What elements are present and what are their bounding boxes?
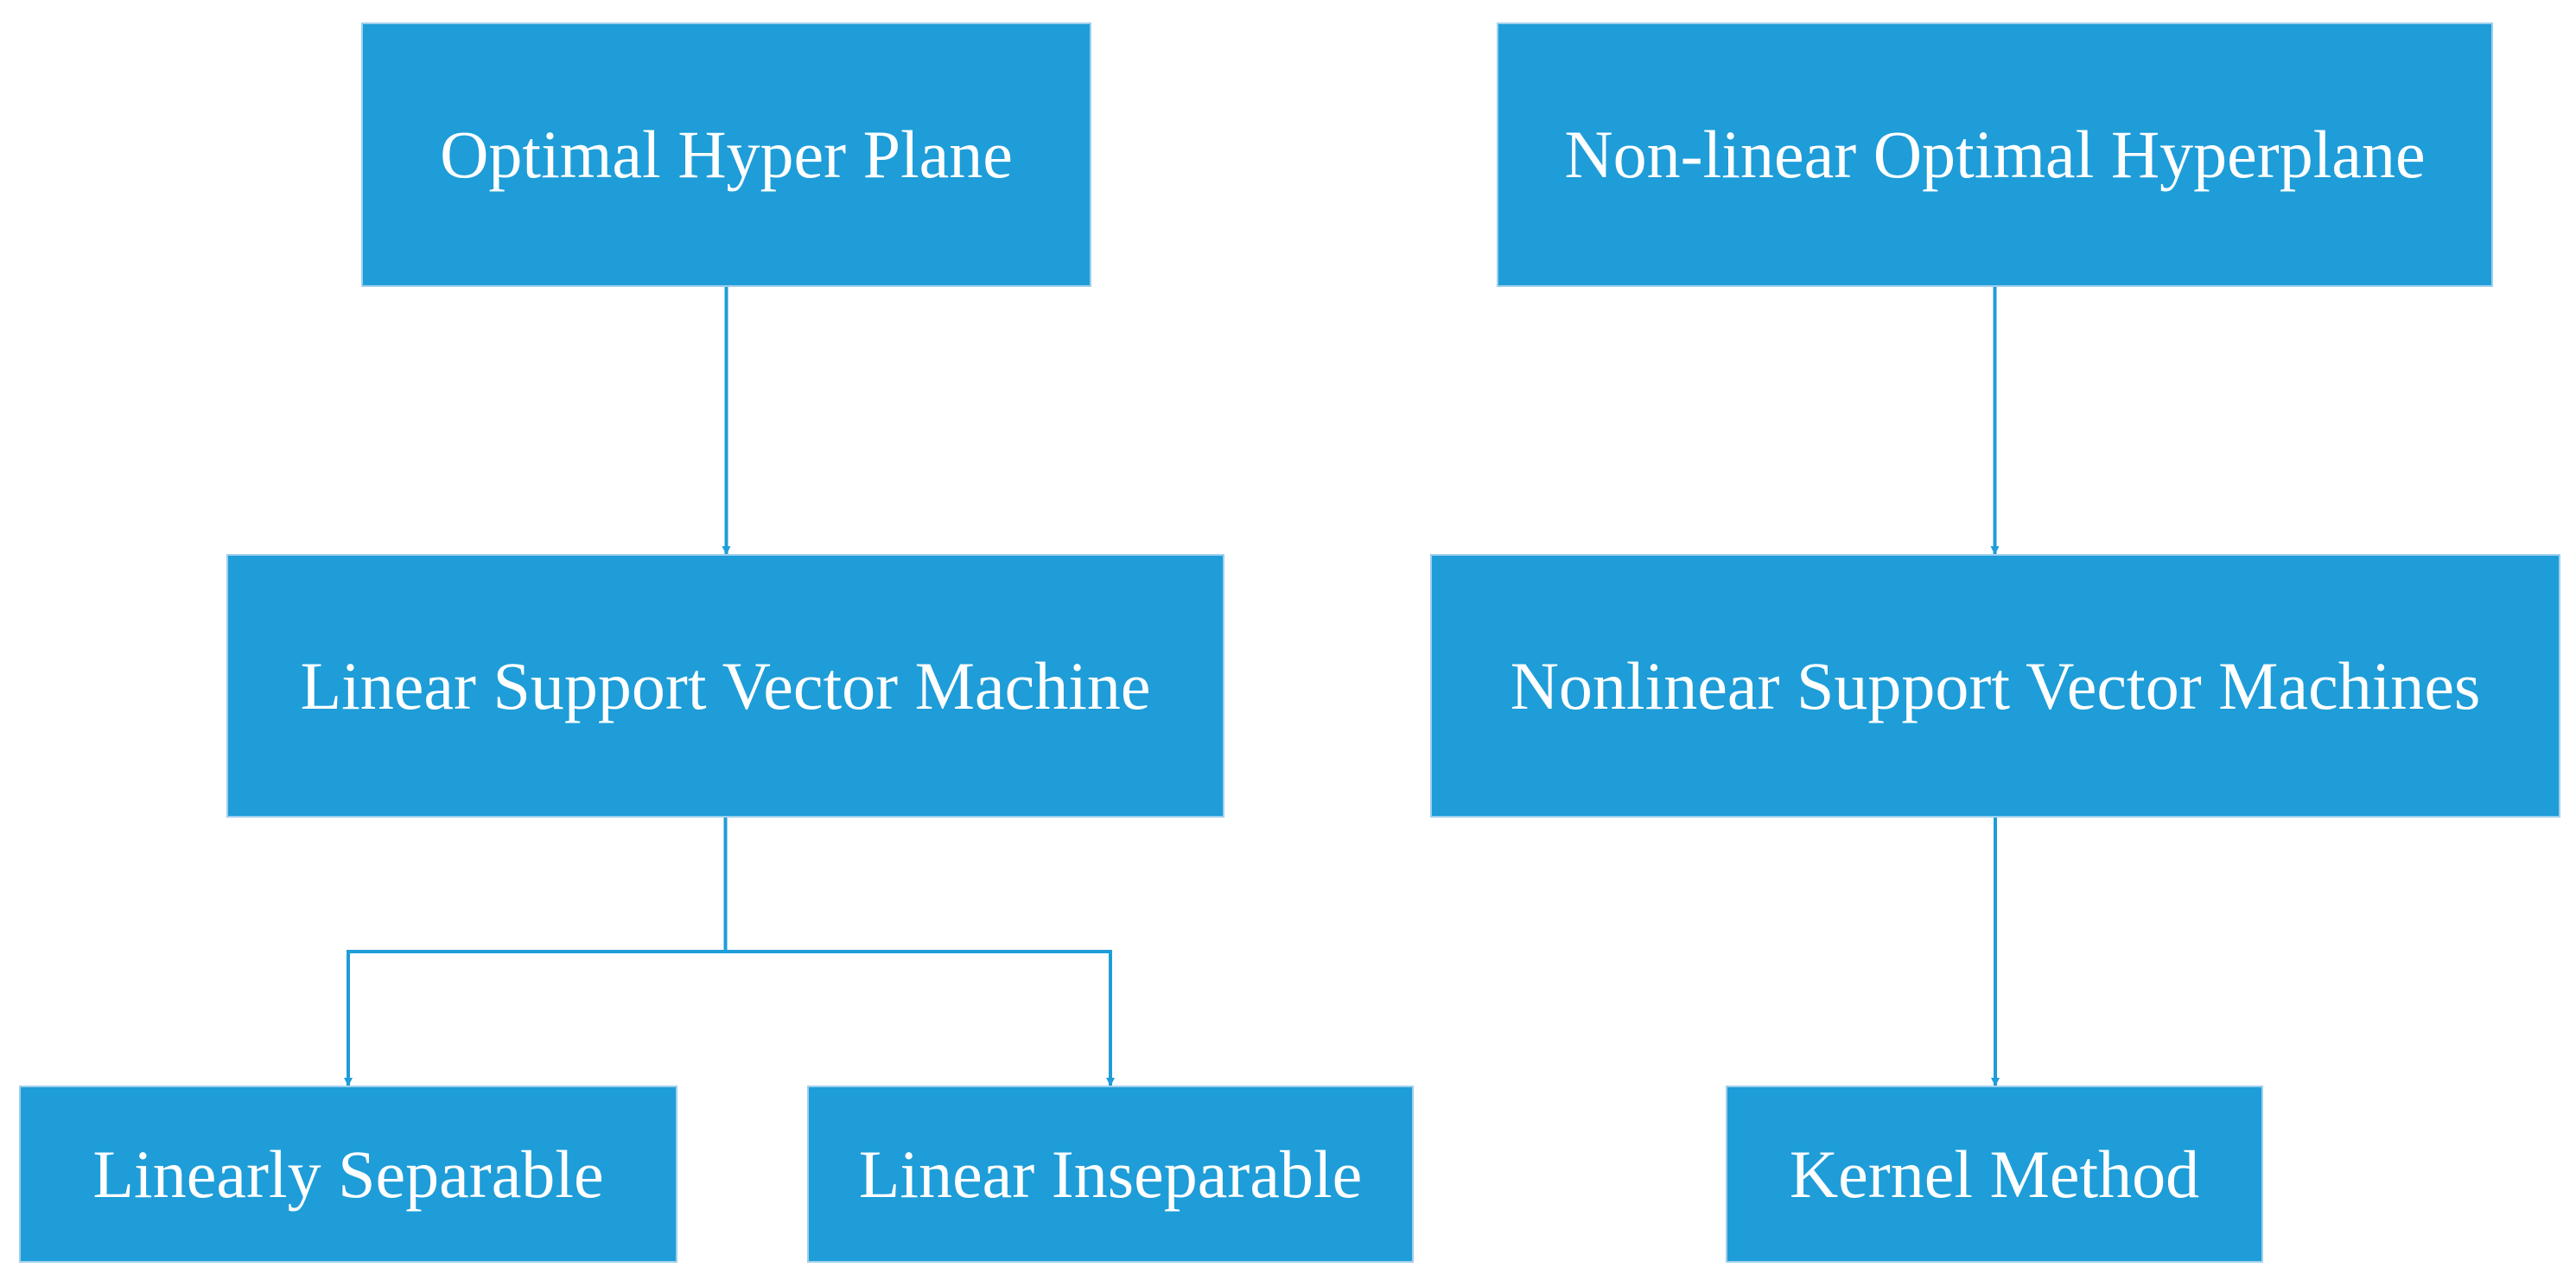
node-optimal-hyper-plane: Optimal Hyper Plane: [361, 22, 1091, 287]
node-nonlinear-optimal-hyperplane: Non-linear Optimal Hyperplane: [1497, 22, 2493, 287]
node-kernel-method: Kernel Method: [1726, 1086, 2263, 1263]
node-nonlinear-support-vector-machines: Nonlinear Support Vector Machines: [1430, 554, 2560, 818]
node-linear-inseparable: Linear Inseparable: [807, 1086, 1414, 1263]
connector-linear-svm-to-linearly-separable: [344, 818, 728, 1086]
connector-linear-svm-to-linear-inseparable: [723, 818, 1115, 1086]
node-linearly-separable: Linearly Separable: [19, 1086, 677, 1263]
node-linear-support-vector-machine: Linear Support Vector Machine: [226, 554, 1224, 818]
